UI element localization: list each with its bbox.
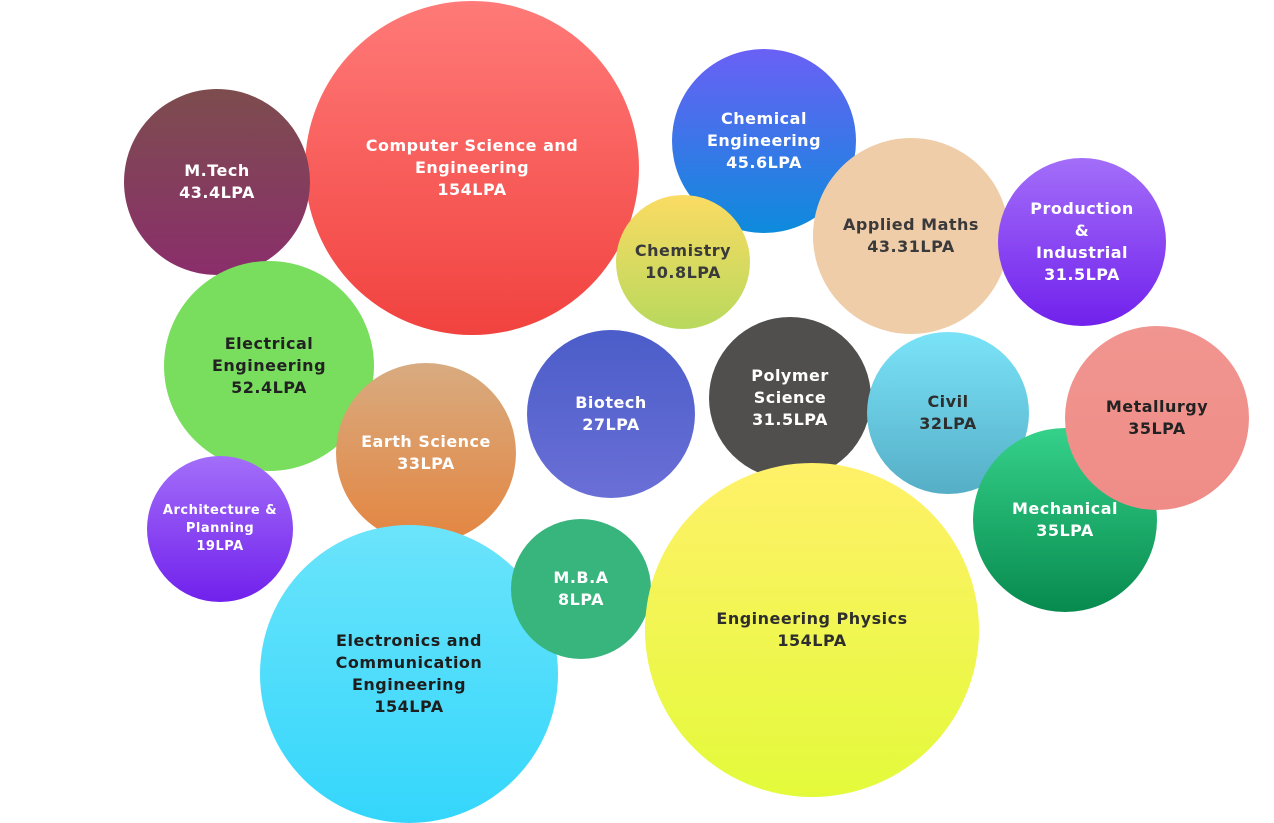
bubble-value-label: 27LPA (582, 415, 640, 434)
bubble-label: Civil (927, 392, 969, 411)
bubble-applied: Applied Maths 43.31LPA (813, 138, 1009, 334)
bubble-value-label: 10.8LPA (645, 263, 721, 282)
bubble-label: Biotech (575, 393, 647, 412)
bubble-electrical: Electrical Engineering 52.4LPA (164, 261, 374, 471)
bubble-polymer: Polymer Science 31.5LPA (709, 317, 871, 479)
bubble-label: Electrical Engineering (211, 334, 327, 375)
bubble-value-label: 154LPA (777, 631, 847, 650)
bubble-chemistry: Chemistry 10.8LPA (616, 195, 750, 329)
bubble-value-label: 35LPA (1128, 419, 1186, 438)
bubble-label: M.B.A (553, 568, 609, 587)
bubble-label: Chemistry (634, 241, 732, 260)
bubble-label: Earth Science (361, 432, 491, 451)
bubble-label: Polymer Science (751, 366, 829, 407)
bubble-value-label: 45.6LPA (726, 153, 802, 172)
bubble-label: Electronics and Communication Engineerin… (335, 631, 483, 694)
bubble-label: Production & Industrial (1030, 199, 1134, 262)
bubble-cse: Computer Science and Engineering 154LPA (305, 1, 639, 335)
bubble-label: Metallurgy (1105, 397, 1209, 416)
bubble-label: M.Tech (184, 161, 250, 180)
bubble-ephys: Engineering Physics 154LPA (645, 463, 979, 797)
bubble-label: Chemical Engineering (706, 109, 822, 150)
bubble-value-label: 31.5LPA (1044, 265, 1120, 284)
bubble-biotech: Biotech 27LPA (527, 330, 695, 498)
bubble-earth: Earth Science 33LPA (336, 363, 516, 543)
bubble-value-label: 19LPA (196, 539, 244, 554)
bubble-label: Mechanical (1011, 499, 1119, 518)
bubble-value-label: 33LPA (397, 454, 455, 473)
bubble-metallurgy: Metallurgy 35LPA (1065, 326, 1249, 510)
bubble-value-label: 35LPA (1036, 521, 1094, 540)
bubble-production: Production & Industrial 31.5LPA (998, 158, 1166, 326)
bubble-value-label: 31.5LPA (752, 410, 828, 429)
bubble-label: Architecture & Planning (162, 503, 278, 536)
bubble-label: Computer Science and Engineering (365, 136, 579, 177)
bubble-value-label: 8LPA (558, 590, 604, 609)
bubble-value-label: 43.4LPA (179, 183, 255, 202)
bubble-mtech: M.Tech 43.4LPA (124, 89, 310, 275)
bubble-value-label: 32LPA (919, 414, 977, 433)
bubble-value-label: 43.31LPA (867, 237, 955, 256)
bubble-ece: Electronics and Communication Engineerin… (260, 525, 558, 823)
bubble-value-label: 154LPA (437, 180, 507, 199)
bubble-architecture: Architecture & Planning 19LPA (147, 456, 293, 602)
bubble-label: Applied Maths (843, 215, 979, 234)
bubble-value-label: 52.4LPA (231, 378, 307, 397)
bubble-value-label: 154LPA (374, 697, 444, 716)
bubble-label: Engineering Physics (716, 609, 908, 628)
bubble-mba: M.B.A 8LPA (511, 519, 651, 659)
